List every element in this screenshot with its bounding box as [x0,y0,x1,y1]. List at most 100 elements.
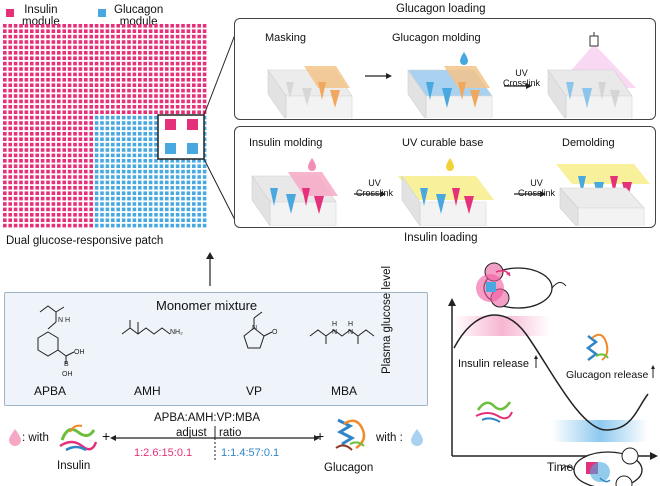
step-masking: Masking [265,32,306,44]
insulin-microneedle [78,148,83,152]
glucagon-microneedle [143,196,147,201]
insulin-microneedle [197,94,201,98]
glucagon-microneedle [159,223,164,228]
insulin-microneedle [148,45,153,50]
insulin-microneedle [78,202,83,206]
insulin-microneedle [132,40,137,44]
insulin-microneedle [62,132,66,136]
insulin-microneedle [165,99,169,104]
plus-left: + [102,428,111,444]
insulin-microneedle [186,83,191,87]
glucagon-microneedle [148,218,153,222]
insulin-microneedle [30,196,34,201]
atom-n: N [332,329,337,336]
glucagon-microneedle [197,202,201,206]
insulin-microneedle [13,45,18,50]
insulin-microneedle [121,94,126,98]
glucagon-microneedle [105,196,110,201]
insulin-microneedle [13,115,18,120]
ratio-label: ratio [219,427,242,439]
glucagon-microneedle [154,186,158,190]
insulin-microneedle [105,72,110,77]
glucagon-microneedle [127,121,131,125]
insulin-microneedle [138,83,142,87]
patch-grid [3,24,207,228]
insulin-microneedle [94,94,99,98]
glucagon-microneedle [159,159,164,163]
insulin-microneedle [24,45,29,50]
insulin-microneedle [105,45,110,50]
insulin-microneedle [127,110,131,114]
insulin-microneedle [13,142,18,147]
insulin-microneedle [13,61,18,66]
insulin-microneedle [170,67,174,71]
insulin-microneedle [3,83,7,87]
glucagon-microneedle [121,202,126,206]
insulin-microneedle [197,61,201,66]
insulin-microneedle [8,186,12,190]
insulin-microneedle [154,78,158,82]
insulin-microneedle [100,78,104,82]
insulin-microneedle [24,223,29,228]
insulin-microneedle [89,132,93,136]
insulin-microneedle [202,29,207,33]
glucagon-microneedle [100,115,104,120]
insulin-microneedle [30,169,34,174]
insulin-microneedle [67,34,72,39]
insulin-microneedle [100,88,104,93]
insulin-microneedle [143,110,147,114]
insulin-microneedle [84,40,88,44]
insulin-microneedle [89,175,93,179]
glucagon-release-label: Glucagon release [566,369,649,381]
insulin-microneedle [89,115,93,120]
glucagon-microneedle [197,186,201,190]
insulin-microneedle [175,61,180,66]
insulin-microneedle [132,110,137,114]
insulin-microneedle [78,186,83,190]
glucagon-microneedle [138,207,142,212]
insulin-microneedle [30,137,34,141]
glucagon-microneedle [175,207,180,212]
insulin-microneedle [78,213,83,217]
insulin-microneedle [78,223,83,228]
insulin-microneedle [132,72,137,77]
insulin-microneedle [46,169,50,174]
insulin-microneedle [154,56,158,60]
insulin-microneedle [24,186,29,190]
insulin-microneedle [62,115,66,120]
insulin-loading-illustrations [251,158,650,226]
insulin-microneedle [19,175,23,179]
insulin-microneedle [89,99,93,104]
insulin-microneedle [89,223,93,228]
insulin-microneedle [57,148,61,152]
glucagon-microneedle [165,223,169,228]
insulin-microneedle [46,223,50,228]
glucagon-microneedle [143,207,147,212]
glucagon-microneedle [111,196,115,201]
glucagon-microneedle [121,121,126,125]
glucagon-microneedle [202,196,207,201]
insulin-microneedle [30,24,34,28]
step-insulin-molding: Insulin molding [249,137,323,149]
insulin-microneedle [19,83,23,87]
insulin-microneedle [13,121,18,125]
insulin-microneedle [62,34,66,39]
insulin-microneedle [8,51,12,55]
insulin-microneedle [40,148,45,152]
glucagon-microneedle [121,137,126,141]
glucagon-microneedle [138,126,142,131]
insulin-microneedle [24,115,29,120]
insulin-microneedle [78,153,83,158]
insulin-microneedle [40,159,45,163]
insulin-microneedle [30,186,34,190]
insulin-microneedle [143,51,147,55]
insulin-microneedle [19,40,23,44]
insulin-microneedle [111,45,115,50]
insulin-microneedle [170,94,174,98]
glucagon-microneedle [170,202,174,206]
insulin-microneedle [78,121,83,125]
insulin-microneedle [121,34,126,39]
insulin-microneedle [3,94,7,98]
insulin-microneedle [186,34,191,39]
glucagon-microneedle [121,196,126,201]
